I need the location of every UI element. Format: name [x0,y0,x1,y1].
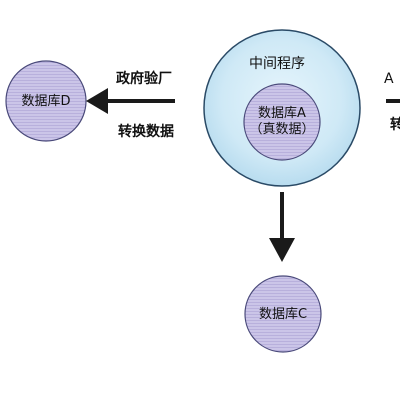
database-a-node [243,83,321,161]
database-a-name: 数据库A [258,106,306,121]
middleware-label: 中间程序 [249,56,305,72]
left-arrow-label-bottom: 转换数据 [118,124,174,140]
database-a-note: （真数据） [249,122,315,137]
left-arrow [86,88,175,114]
database-d-label: 数据库D [21,94,71,109]
right-edge-label-bottom: 转 [390,117,400,133]
database-c-label: 数据库C [258,307,308,322]
database-c-node [244,275,322,353]
down-arrow [269,192,295,262]
database-a-label: 数据库A （真数据） [242,106,322,138]
left-arrow-label-top: 政府验厂 [116,71,172,87]
right-edge-label-top: A [384,71,394,87]
